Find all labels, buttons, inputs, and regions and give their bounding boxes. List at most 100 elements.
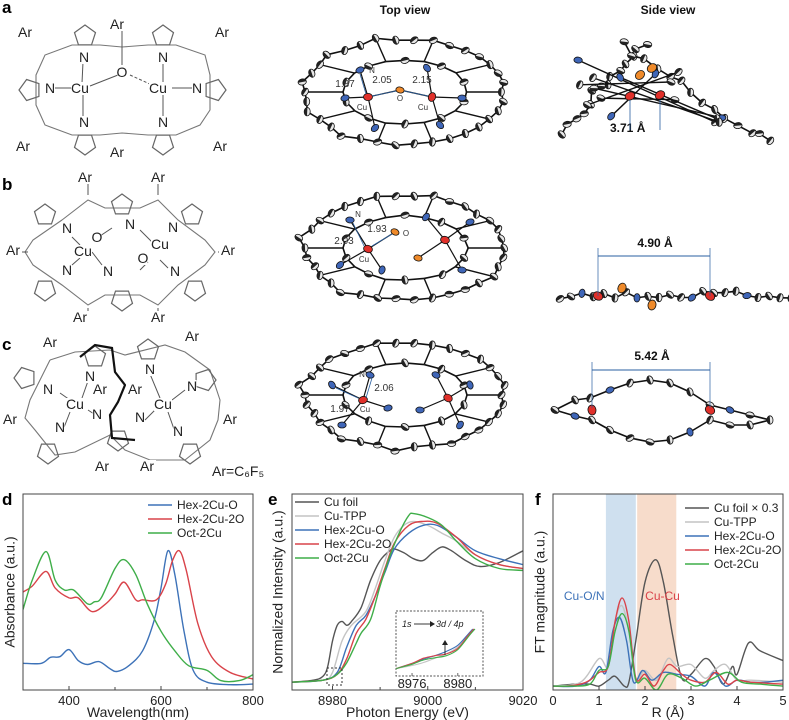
atom-label-o: O [397, 94, 403, 103]
bond [444, 221, 471, 241]
atom-shading [401, 359, 407, 367]
bond [339, 248, 369, 266]
x-tick-label: 5 [779, 693, 786, 708]
top-view-heading: Top view [380, 3, 431, 17]
atom-label-n: N [43, 381, 53, 397]
series-line [292, 546, 523, 683]
bond [447, 397, 461, 426]
atom-shading [373, 441, 382, 446]
label-background [154, 398, 172, 411]
atom-shading [716, 118, 720, 127]
atom-shading [356, 345, 365, 350]
atom-shading [490, 274, 498, 281]
distance-label: 2.05 [372, 75, 392, 86]
atom-shading [699, 288, 706, 295]
n-atom [435, 120, 445, 130]
label-background [1, 413, 19, 426]
transition-from-label: 1s [402, 619, 412, 629]
atom-shading [365, 416, 370, 425]
atom-shading [342, 78, 348, 86]
atom-shading [485, 418, 492, 426]
atom-shading [410, 36, 418, 43]
label-background [93, 460, 111, 473]
bond [619, 76, 718, 120]
atom-shading [640, 54, 646, 63]
atom-shading [302, 254, 311, 259]
bond [349, 219, 369, 250]
atom-shading [303, 401, 310, 408]
atom-shading [373, 192, 377, 201]
atom-shading [317, 271, 321, 280]
plot-frame [22, 493, 254, 691]
series-line [292, 520, 523, 683]
atom-shading [364, 365, 373, 372]
atom-label-ar: Ar [221, 242, 235, 258]
cu-atom [358, 395, 368, 405]
c-atom [373, 294, 382, 302]
label-background [108, 18, 126, 31]
label-background [187, 380, 197, 393]
n-atom [355, 66, 365, 74]
bond [139, 229, 153, 243]
atom-shading [733, 287, 737, 296]
atom-shading [765, 292, 772, 300]
atom-shading [308, 373, 315, 380]
label-background [158, 116, 168, 129]
arrow-icon [430, 621, 435, 627]
pyrrole-ring [136, 338, 160, 360]
atom-shading [372, 339, 380, 346]
o-atom [635, 70, 645, 80]
n-atom [633, 293, 641, 303]
atom-shading [391, 142, 399, 149]
label-background [4, 244, 22, 257]
atom-shading [667, 80, 675, 86]
c-atom [410, 339, 419, 348]
atom-label-cu: Cu [149, 80, 167, 96]
atom-label-cu: Cu [418, 103, 428, 112]
label-background [219, 244, 237, 257]
atom-label-n: N [103, 263, 113, 279]
atom-shading [342, 402, 349, 409]
atom-shading [477, 355, 482, 364]
n-atom [422, 212, 430, 222]
crystal-b-side: 4.90 Å [555, 235, 789, 311]
label-background [125, 218, 135, 231]
panel-letter-d: d [2, 490, 12, 509]
atom-shading [686, 388, 692, 396]
n-atom [378, 265, 386, 275]
atom-shading [342, 381, 350, 387]
atom-shading [429, 294, 435, 302]
atom-shading [726, 423, 734, 429]
crystal-c-side: 5.42 Å [550, 348, 774, 446]
n-atom [457, 266, 467, 274]
label-background [79, 51, 89, 64]
macrocycle-backbone [24, 199, 216, 306]
atom-shading [746, 414, 754, 418]
atom-shading [567, 294, 575, 300]
label-background [66, 398, 84, 411]
atom-shading [462, 129, 467, 138]
panel-letter-b: b [2, 175, 12, 194]
atom-shading [646, 440, 654, 446]
label-background [213, 26, 231, 39]
macrocycle-backbone [24, 344, 221, 461]
n-atom [570, 412, 580, 420]
atom-shading [323, 51, 330, 59]
x-tick-label: 8980 [318, 693, 347, 708]
bond [593, 87, 722, 119]
atom-shading [461, 433, 469, 439]
atom-shading [461, 47, 469, 53]
atom-shading [746, 421, 752, 429]
bond [425, 216, 446, 241]
atom-shading [301, 88, 308, 96]
atom-shading [372, 34, 378, 42]
plot-frame [552, 493, 784, 691]
pyrrole-ring [33, 280, 57, 302]
legend-entry: Hex-2Cu-2O [324, 537, 391, 551]
atom-shading [316, 115, 322, 124]
label-background [138, 460, 156, 473]
